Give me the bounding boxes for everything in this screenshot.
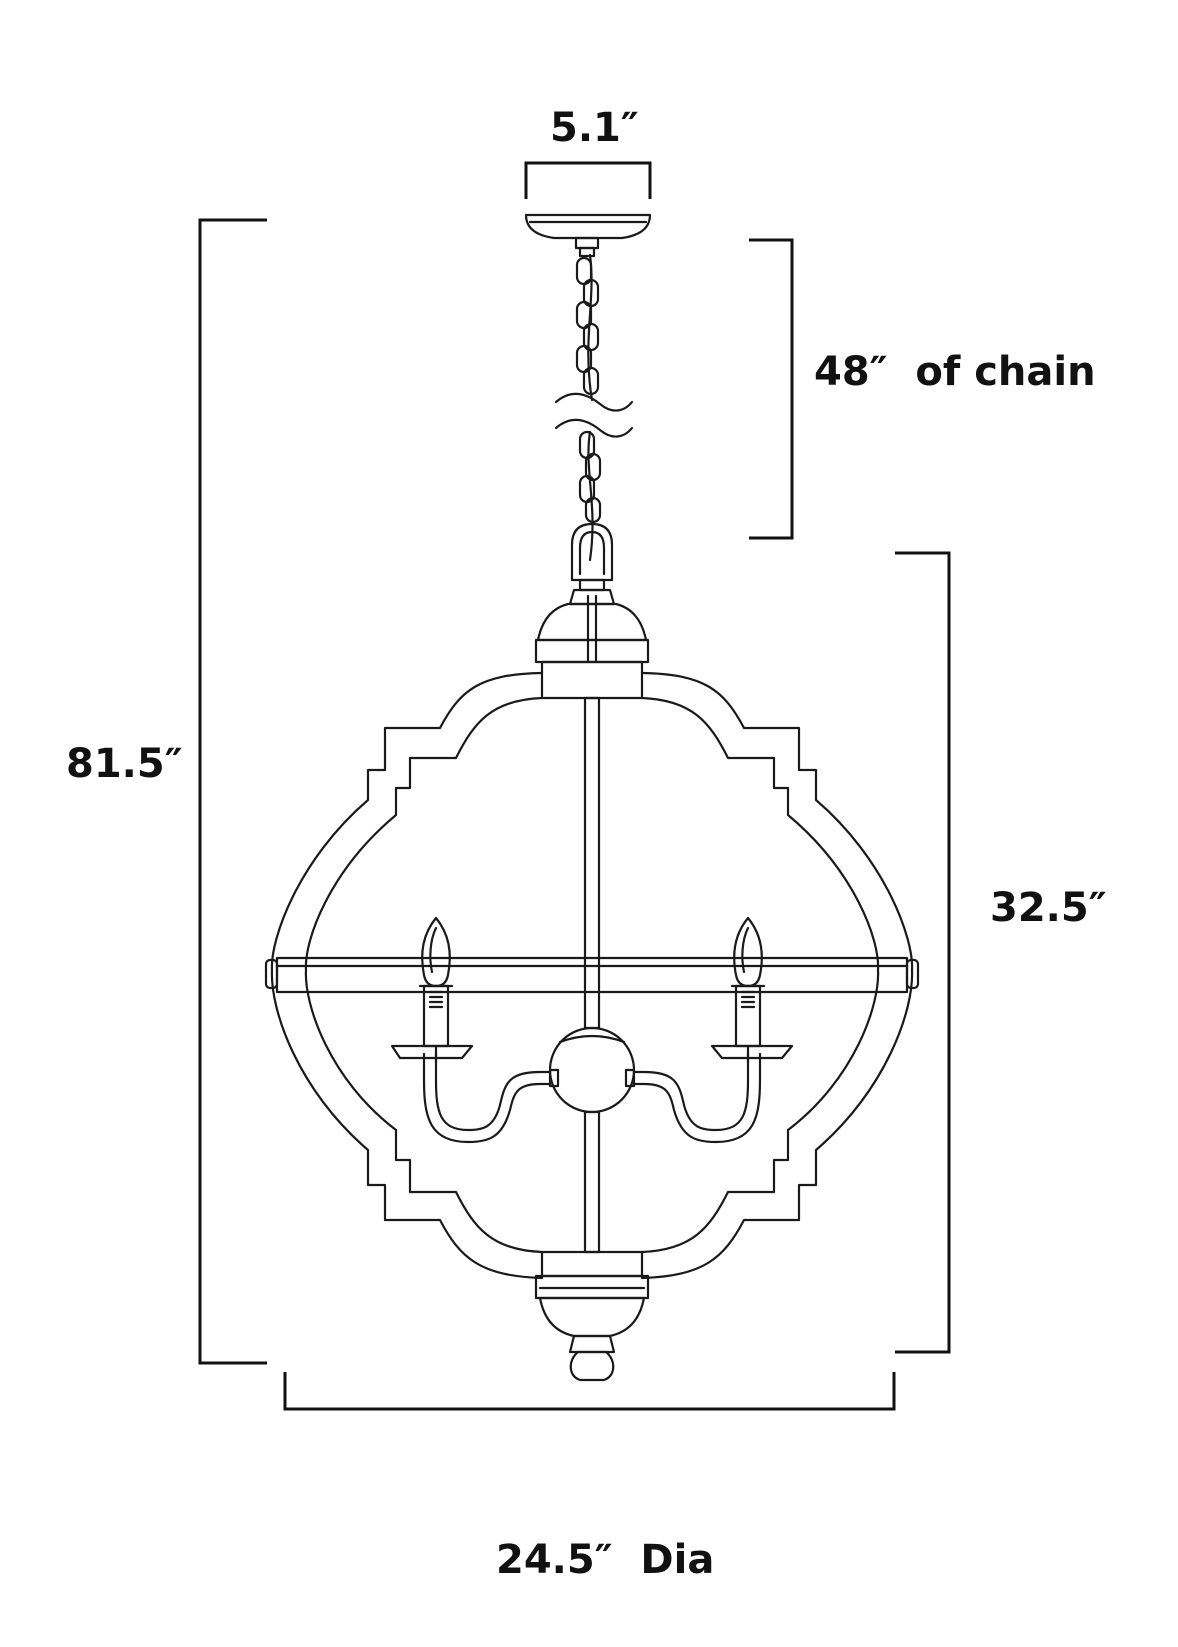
chain-length-label: 48″ of chain	[814, 349, 1096, 395]
body-height-bracket	[895, 551, 951, 1354]
canopy-width-label: 5.1″	[550, 105, 639, 151]
top-cap	[534, 578, 650, 700]
bottom-cap-finial	[534, 1250, 650, 1382]
horizontal-band	[264, 956, 920, 994]
candle-arm-left	[390, 916, 560, 1144]
canopy-width-bracket	[524, 161, 652, 199]
quatrefoil-frame	[270, 671, 914, 1280]
chain-length-bracket	[749, 238, 794, 540]
candle-arm-right	[624, 916, 794, 1144]
center-hub	[548, 1026, 636, 1114]
diameter-bracket	[283, 1372, 896, 1411]
overall-height-label: 81.5″	[66, 741, 183, 787]
ceiling-canopy	[524, 213, 652, 258]
diameter-label: 24.5″ Dia	[496, 1537, 715, 1583]
chain	[554, 253, 634, 582]
center-rod	[583, 696, 601, 1254]
overall-height-bracket	[198, 218, 267, 1365]
body-height-label: 32.5″	[990, 885, 1107, 931]
